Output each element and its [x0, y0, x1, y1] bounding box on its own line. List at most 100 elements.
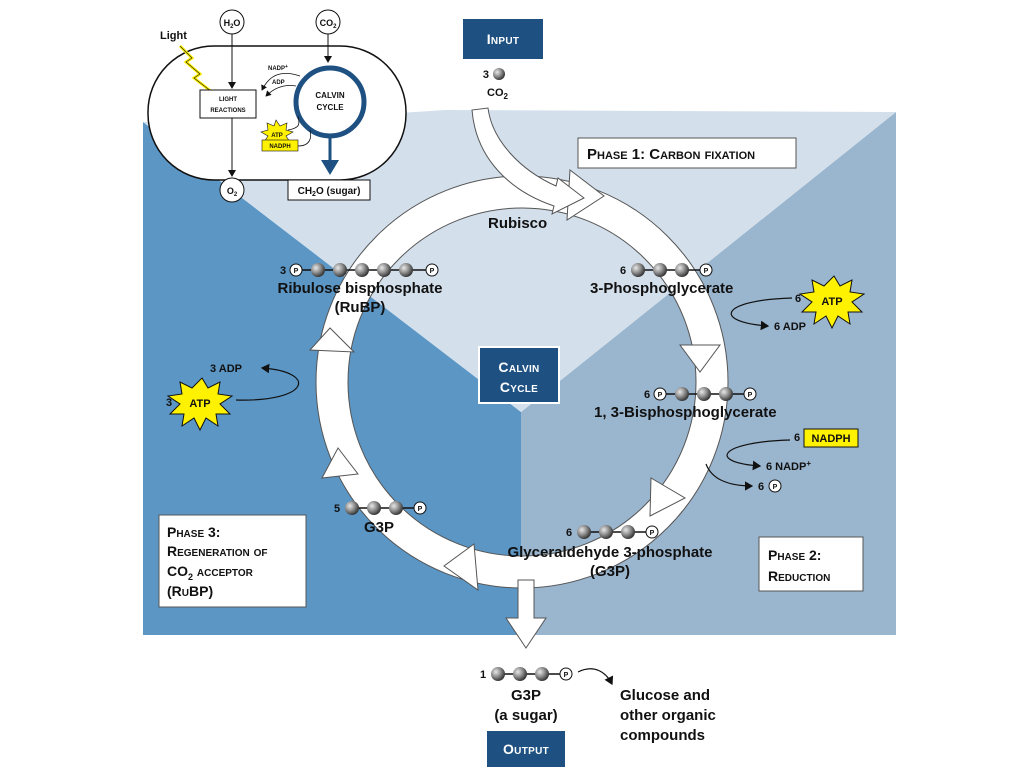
inset-atp: ATP [271, 133, 283, 139]
molecule-ball-icon [333, 263, 347, 277]
sugar-box [287, 179, 371, 201]
molecule-ball-icon [697, 387, 711, 401]
molecule-ball-icon [631, 263, 645, 277]
molecule-ball-icon [493, 68, 505, 80]
lightning-bolt-outline [179, 45, 213, 93]
molecule-ball-icon [491, 667, 505, 681]
phosphate-icon [768, 479, 782, 493]
bpg-label: 1, 3-Bisphosphoglycerate [594, 404, 777, 421]
output-label: Output [503, 741, 549, 757]
phase2-adp: 6 ADP [774, 321, 806, 333]
phase2-box: Phase 2: Reduction [758, 536, 864, 592]
phase3-title-4: (RuBP) [167, 583, 213, 599]
rubisco-label: Rubisco [488, 215, 547, 232]
ring-arrow-left-2 [308, 327, 356, 353]
g3p-out-label-1: G3P [511, 687, 541, 704]
svg-text:NADPH: NADPH [811, 433, 850, 445]
phase3-adp: 3 ADP [210, 363, 242, 375]
output-arrow [505, 579, 547, 649]
molecule-ball-icon [345, 501, 359, 515]
molecule-ball-icon [675, 263, 689, 277]
inset-calvin-1: CALVIN [315, 91, 344, 100]
arrow-icon [705, 463, 754, 491]
molecule-ball-icon [513, 667, 527, 681]
pi-out-count: 6 [758, 481, 764, 493]
output-box: Output [485, 729, 567, 768]
inset-light: Light [160, 30, 187, 42]
phosphate-icon [699, 263, 713, 277]
ring-arrow-right-2 [649, 477, 687, 517]
svg-text:P: P [658, 392, 663, 399]
g3p-out-count: 1 [480, 669, 486, 681]
inset-adp: ADP [272, 80, 285, 86]
inset-sugar: CH2O (sugar) [298, 186, 361, 198]
molecule-ball-icon [599, 525, 613, 539]
svg-text:ATP: ATP [821, 296, 842, 308]
bpg-molecule: 6 P P [644, 387, 757, 401]
input-arrow [471, 107, 585, 215]
phosphate-icon [425, 263, 439, 277]
input-count: 3 [483, 69, 489, 81]
rubp-molecule: 3 P P [280, 263, 439, 277]
phase2-title-2: Reduction [768, 568, 830, 584]
molecule-ball-icon [577, 525, 591, 539]
g3p-recycle-label: G3P [364, 519, 394, 536]
svg-text:P: P [294, 268, 299, 275]
g3p-recycle-count: 5 [334, 503, 340, 515]
molecule-ball-icon [675, 387, 689, 401]
rubp-label-1: Ribulose bisphosphate [277, 280, 442, 297]
products-line-3: compounds [620, 727, 705, 744]
atp-starburst-icon: ATP [166, 377, 234, 432]
inset-light-reactions-2: REACTIONS [210, 108, 245, 114]
molecule-ball-icon [389, 501, 403, 515]
products-line-2: other organic [620, 707, 716, 724]
arrow-icon [726, 439, 791, 471]
svg-text:P: P [650, 530, 655, 537]
g3p-out-label-2: (a sugar) [494, 707, 557, 724]
input-label: Input [487, 31, 520, 47]
inset-nadph-badge [261, 139, 299, 152]
g3p-recycle-molecule: 5 P [334, 501, 427, 515]
g3p-label-1: Glyceraldehyde 3-phosphate [507, 544, 712, 561]
pga-label: 3-Phosphoglycerate [590, 280, 733, 297]
arrow-icon [235, 363, 300, 401]
rubp-count: 3 [280, 265, 286, 277]
ring-arrow-bottom [443, 543, 479, 592]
arrow-icon [730, 297, 793, 331]
g3p-label-2: (G3P) [590, 563, 630, 580]
cycle-ring [316, 176, 728, 588]
g3p-molecule: 6 P [566, 525, 659, 539]
inset-o2: O2 [227, 186, 238, 198]
products-line-1: Glucose and [620, 687, 710, 704]
molecule-ball-icon [535, 667, 549, 681]
inset-nadp: NADP+ [268, 64, 288, 72]
center-label-2: Cycle [500, 379, 538, 395]
molecule-ball-icon [719, 387, 733, 401]
inset-nadph: NADPH [269, 144, 290, 150]
arrow-icon [577, 668, 614, 686]
bpg-count: 6 [644, 389, 650, 401]
light-reactions-box [199, 89, 257, 119]
svg-text:P: P [704, 268, 709, 275]
phosphate-icon [559, 667, 573, 681]
phase3-box: Phase 3: Regeneration of CO2 acceptor (R… [158, 514, 307, 608]
o2-circle [219, 177, 245, 203]
inset-h2o: H2O [224, 18, 241, 30]
svg-text:ATP: ATP [189, 398, 210, 410]
svg-text:P: P [564, 672, 569, 679]
phase3-atp-count: 3 [166, 397, 172, 409]
molecule-ball-icon [621, 525, 635, 539]
svg-text:P: P [418, 506, 423, 513]
svg-text:P: P [430, 268, 435, 275]
molecule-ball-icon [367, 501, 381, 515]
center-box: Calvin Cycle [478, 346, 560, 404]
phase1-title: Phase 1: Carbon fixation [587, 146, 755, 163]
nadp-out: 6 NADP+ [766, 459, 811, 473]
g3p-out-molecule: 1 P [480, 667, 573, 681]
svg-text:P: P [748, 392, 753, 399]
inset-co2: CO2 [320, 18, 338, 30]
inset-calvin-ring [293, 65, 367, 139]
molecule-ball-icon [311, 263, 325, 277]
phosphate-icon [645, 525, 659, 539]
